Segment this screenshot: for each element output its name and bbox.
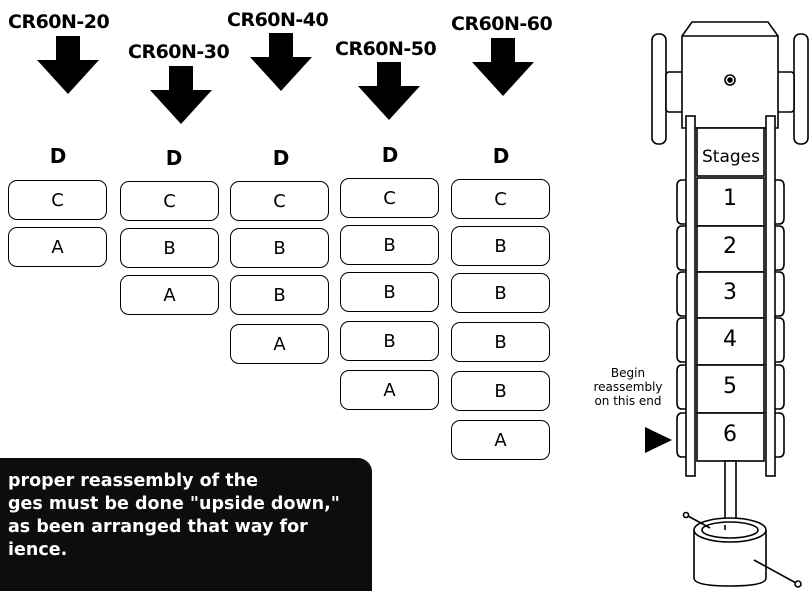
stage-cell: B: [230, 228, 329, 268]
stage-cell: B: [451, 322, 550, 362]
begin-line: Begin: [610, 366, 646, 380]
down-arrow-icon: [250, 33, 312, 91]
model-label-cr60n-20: CR60N-20: [8, 11, 110, 33]
stage-cell: C: [340, 178, 439, 218]
stage-number: 1: [723, 186, 737, 211]
stage-cell: C: [230, 181, 329, 221]
stage-cell: C: [451, 179, 550, 219]
stage-number: 3: [723, 280, 737, 305]
stage-cell: B: [451, 226, 550, 266]
stages-label: Stages: [702, 147, 760, 167]
stage-cell: C: [120, 181, 219, 221]
stage-label-d: D: [272, 146, 290, 170]
down-arrow-icon: [150, 66, 212, 124]
stage-cell: B: [230, 275, 329, 315]
stage-number: 2: [723, 234, 737, 259]
begin-line: on this end: [594, 394, 662, 408]
model-label-cr60n-50: CR60N-50: [335, 38, 437, 60]
pump-illustration: [651, 21, 809, 588]
note-line: ience.: [8, 540, 68, 560]
stage-cell: C: [8, 180, 107, 220]
stage-cell: A: [340, 370, 439, 410]
down-arrow-icon: [37, 36, 99, 94]
stage-cell: A: [8, 227, 107, 267]
stage-cell: A: [230, 324, 329, 364]
begin-line: reassembly: [593, 380, 663, 394]
note-line: ges must be done "upside down,": [8, 494, 340, 514]
stage-label-d: D: [49, 144, 67, 168]
stage-label-d: D: [492, 144, 510, 168]
model-label-cr60n-40: CR60N-40: [227, 9, 329, 31]
stage-number: 6: [723, 422, 737, 447]
stage-cell: B: [340, 272, 439, 312]
stage-label-d: D: [165, 146, 183, 170]
begin-reassembly-label: Begin reassembly on this end: [588, 366, 668, 408]
pointer-arrow-icon: [645, 427, 672, 453]
model-label-cr60n-30: CR60N-30: [128, 41, 230, 63]
down-arrow-icon: [358, 62, 420, 120]
down-arrow-icon: [472, 38, 534, 96]
model-label-cr60n-60: CR60N-60: [451, 13, 553, 35]
stage-label-d: D: [381, 143, 399, 167]
note-line: as been arranged that way for: [8, 517, 308, 537]
stage-cell: A: [120, 275, 219, 315]
stage-cell: B: [340, 225, 439, 265]
reassembly-note: proper reassembly of the ges must be don…: [0, 458, 372, 591]
note-line: proper reassembly of the: [8, 471, 258, 491]
stage-number: 4: [723, 327, 737, 352]
stage-cell: B: [340, 321, 439, 361]
stage-cell: B: [451, 371, 550, 411]
stage-number: 5: [723, 374, 737, 399]
stage-cell: A: [451, 420, 550, 460]
stage-cell: B: [451, 273, 550, 313]
stage-cell: B: [120, 228, 219, 268]
